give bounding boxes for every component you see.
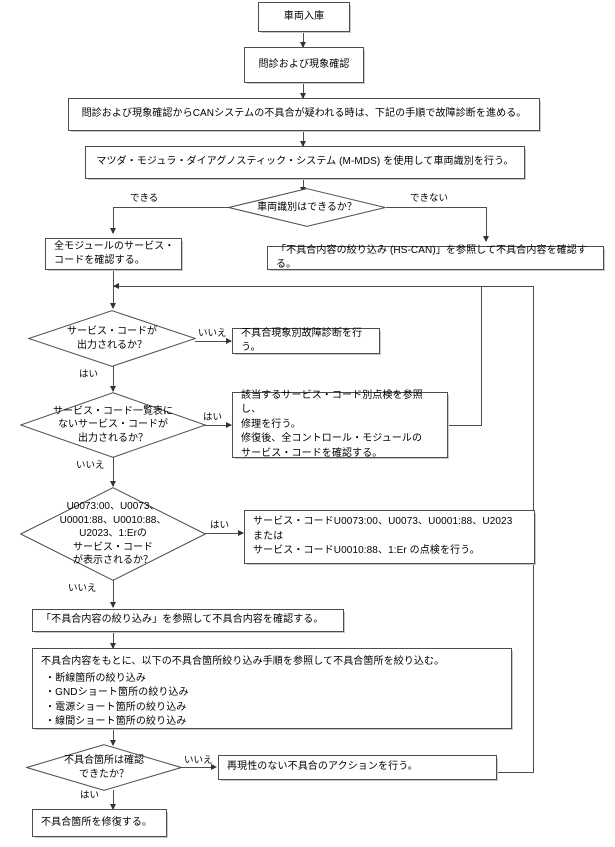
node-hs-can-ref-label: 「不具合内容の絞り込み (HS-CAN)」を参照して不具合内容を確認する。 bbox=[276, 244, 587, 271]
node-narrow-ref[interactable]: 「不具合内容の絞り込み」を参照して不具合内容を確認する。 bbox=[32, 609, 344, 632]
arrowhead-narrowlist bbox=[110, 643, 116, 649]
node-narrow-list[interactable]: 不具合内容をもとに、以下の不具合箇所絞り込み手順を参照して不具合箇所を絞り込む。… bbox=[32, 648, 512, 729]
node-can-suspect[interactable]: 問診および現象確認からCANシステムの不具合が疑われる時は、下記の手順で故障診断… bbox=[68, 98, 540, 131]
connector-notinlist-no bbox=[113, 457, 114, 486]
connector-vehicleid-right-down bbox=[486, 207, 487, 241]
edge-label-no-2: いいえ bbox=[76, 460, 105, 471]
merge-bar-horizontal bbox=[113, 286, 534, 287]
connector-cansuspect-to-mmds bbox=[303, 131, 304, 146]
node-symptom-diag[interactable]: 不具合現象別故障診断を行う。 bbox=[232, 328, 380, 354]
connector-allmodules-down bbox=[113, 270, 114, 287]
node-narrow-list-item-1: ・GNDショート箇所の絞り込み bbox=[45, 687, 189, 698]
node-all-modules-label: 全モジュールのサービス・ コードを確認する。 bbox=[54, 240, 175, 267]
node-narrow-list-item-0: ・断線箇所の絞り込み bbox=[45, 672, 146, 684]
connector-start-to-interview bbox=[303, 32, 304, 47]
edge-label-no-1: いいえ bbox=[198, 328, 227, 339]
node-all-modules[interactable]: 全モジュールのサービス・ コードを確認する。 bbox=[45, 238, 182, 270]
connector-faultfound-no bbox=[181, 767, 214, 768]
edge-label-no-3: いいえ bbox=[68, 583, 97, 594]
node-interview-label: 問診および現象確認 bbox=[258, 58, 350, 70]
connector-vehicleid-left-down bbox=[113, 207, 114, 233]
diamond-shape-icon bbox=[20, 487, 206, 581]
connector-vehicleid-left bbox=[113, 207, 230, 208]
node-symptom-diag-label: 不具合現象別故障診断を行う。 bbox=[241, 327, 363, 354]
diamond-shape-icon bbox=[228, 188, 386, 227]
connector-narrowref-to-list bbox=[113, 632, 114, 648]
return-line-long-bottom bbox=[497, 772, 534, 773]
connector-merge-to-servicecode bbox=[113, 286, 114, 308]
arrowhead-symptomdiag bbox=[226, 338, 232, 344]
node-narrow-list-heading: 不具合内容をもとに、以下の不具合箇所絞り込み手順を参照して不具合箇所を絞り込む。 bbox=[41, 656, 445, 667]
connector-narrowlist-to-faultfound bbox=[113, 729, 114, 745]
node-hs-can-ref[interactable]: 「不具合内容の絞り込み (HS-CAN)」を参照して不具合内容を確認する。 bbox=[267, 244, 604, 271]
arrowhead-interview bbox=[300, 42, 306, 48]
connector-ucodes-no bbox=[113, 580, 114, 607]
arrowhead-noreproaction bbox=[211, 764, 217, 770]
node-start[interactable]: 車両入庫 bbox=[258, 2, 350, 32]
connector-ucodes-yes bbox=[195, 533, 243, 534]
arrowhead-ucodes bbox=[110, 481, 116, 487]
node-service-code-repair-label: 該当するサービス・コード別点検を参照し、 修理を行う。 修復後、全コントロール・… bbox=[241, 389, 423, 459]
arrowhead-notinlist bbox=[110, 386, 116, 392]
connector-interview-to-cansuspect bbox=[303, 83, 304, 98]
diamond-shape-icon bbox=[20, 392, 206, 458]
return-line-servicecode-repair bbox=[481, 286, 482, 425]
connector-mmds-to-vehicleid bbox=[303, 179, 304, 192]
arrowhead-allmodules bbox=[110, 228, 116, 234]
node-narrow-list-item-3: ・線間ショート箇所の絞り込み bbox=[45, 716, 187, 727]
edge-label-yes-3: はい bbox=[210, 520, 230, 531]
node-no-repro-action-label: 再現性のない不具合のアクションを行う。 bbox=[227, 761, 418, 773]
node-narrow-list-item-2: ・電源ショート箇所の絞り込み bbox=[45, 701, 187, 713]
node-can-suspect-label: 問診および現象確認からCANシステムの不具合が疑われる時は、下記の手順で故障診断… bbox=[81, 108, 527, 120]
arrowhead-servicecoderepair bbox=[226, 422, 232, 428]
connector-vehicleid-right bbox=[386, 207, 486, 208]
edge-label-yes-1: はい bbox=[79, 369, 99, 380]
arrowhead-ucodecheck bbox=[238, 530, 244, 536]
arrowhead-hscanref bbox=[483, 236, 489, 242]
node-narrow-ref-label: 「不具合内容の絞り込み」を参照して不具合内容を確認する。 bbox=[41, 614, 324, 626]
decision-service-code-out[interactable]: サービス・コードが 出力されるか？ bbox=[28, 310, 196, 367]
edge-label-no-4: いいえ bbox=[184, 755, 213, 766]
node-repair-fault-label: 不具合箇所を修復する。 bbox=[41, 816, 153, 828]
diamond-shape-icon bbox=[26, 744, 182, 791]
node-repair-fault[interactable]: 不具合箇所を修復する。 bbox=[32, 809, 167, 837]
decision-vehicle-id[interactable]: 車両識別はできるか？ bbox=[228, 188, 386, 227]
edge-label-yes-4: はい bbox=[80, 790, 100, 801]
node-interview[interactable]: 問診および現象確認 bbox=[244, 47, 364, 83]
node-mmds-label: マツダ・モジュラ・ダイアグノスティック・システム (M-MDS) を使用して車両… bbox=[96, 156, 514, 168]
arrowhead-cansuspect bbox=[300, 93, 306, 99]
arrowhead-servicecodeout bbox=[110, 303, 116, 309]
node-no-repro-action[interactable]: 再現性のない不具合のアクションを行う。 bbox=[218, 755, 497, 780]
decision-u-codes[interactable]: U0073:00、U0073、 U0001:88、U0010:88、 U2023… bbox=[20, 487, 206, 581]
return-line-servicecode-repair-h bbox=[448, 425, 482, 426]
decision-fault-found[interactable]: 不具合箇所は確認 できたか？ bbox=[26, 744, 182, 791]
node-start-label: 車両入庫 bbox=[283, 10, 325, 22]
node-u-code-check[interactable]: サービス・コードU0073:00、U0073、U0001:88、U2023 また… bbox=[244, 510, 535, 564]
edge-label-can-do: できる bbox=[130, 193, 159, 204]
edge-label-cannot-do: できない bbox=[410, 193, 449, 204]
connector-servicecode-yes bbox=[113, 366, 114, 391]
node-mmds[interactable]: マツダ・モジュラ・ダイアグノスティック・システム (M-MDS) を使用して車両… bbox=[85, 146, 525, 179]
arrowhead-narrowref bbox=[110, 602, 116, 608]
edge-label-yes-2: はい bbox=[203, 412, 223, 423]
connector-faultfound-yes bbox=[113, 790, 114, 809]
connector-servicecode-no bbox=[195, 341, 231, 342]
arrowhead-repairfault bbox=[110, 804, 116, 810]
node-u-code-check-label: サービス・コードU0073:00、U0073、U0001:88、U2023 また… bbox=[253, 516, 513, 557]
node-service-code-repair[interactable]: 該当するサービス・コード別点検を参照し、 修理を行う。 修復後、全コントロール・… bbox=[232, 390, 448, 459]
decision-not-in-list[interactable]: サービス・コード一覧表に ないサービス・コードが 出力されるか？ bbox=[20, 392, 206, 458]
connector-notinlist-yes bbox=[195, 425, 231, 426]
arrowhead-faultfound bbox=[110, 740, 116, 746]
arrowhead-mmds bbox=[300, 141, 306, 147]
diamond-shape-icon bbox=[28, 310, 196, 367]
